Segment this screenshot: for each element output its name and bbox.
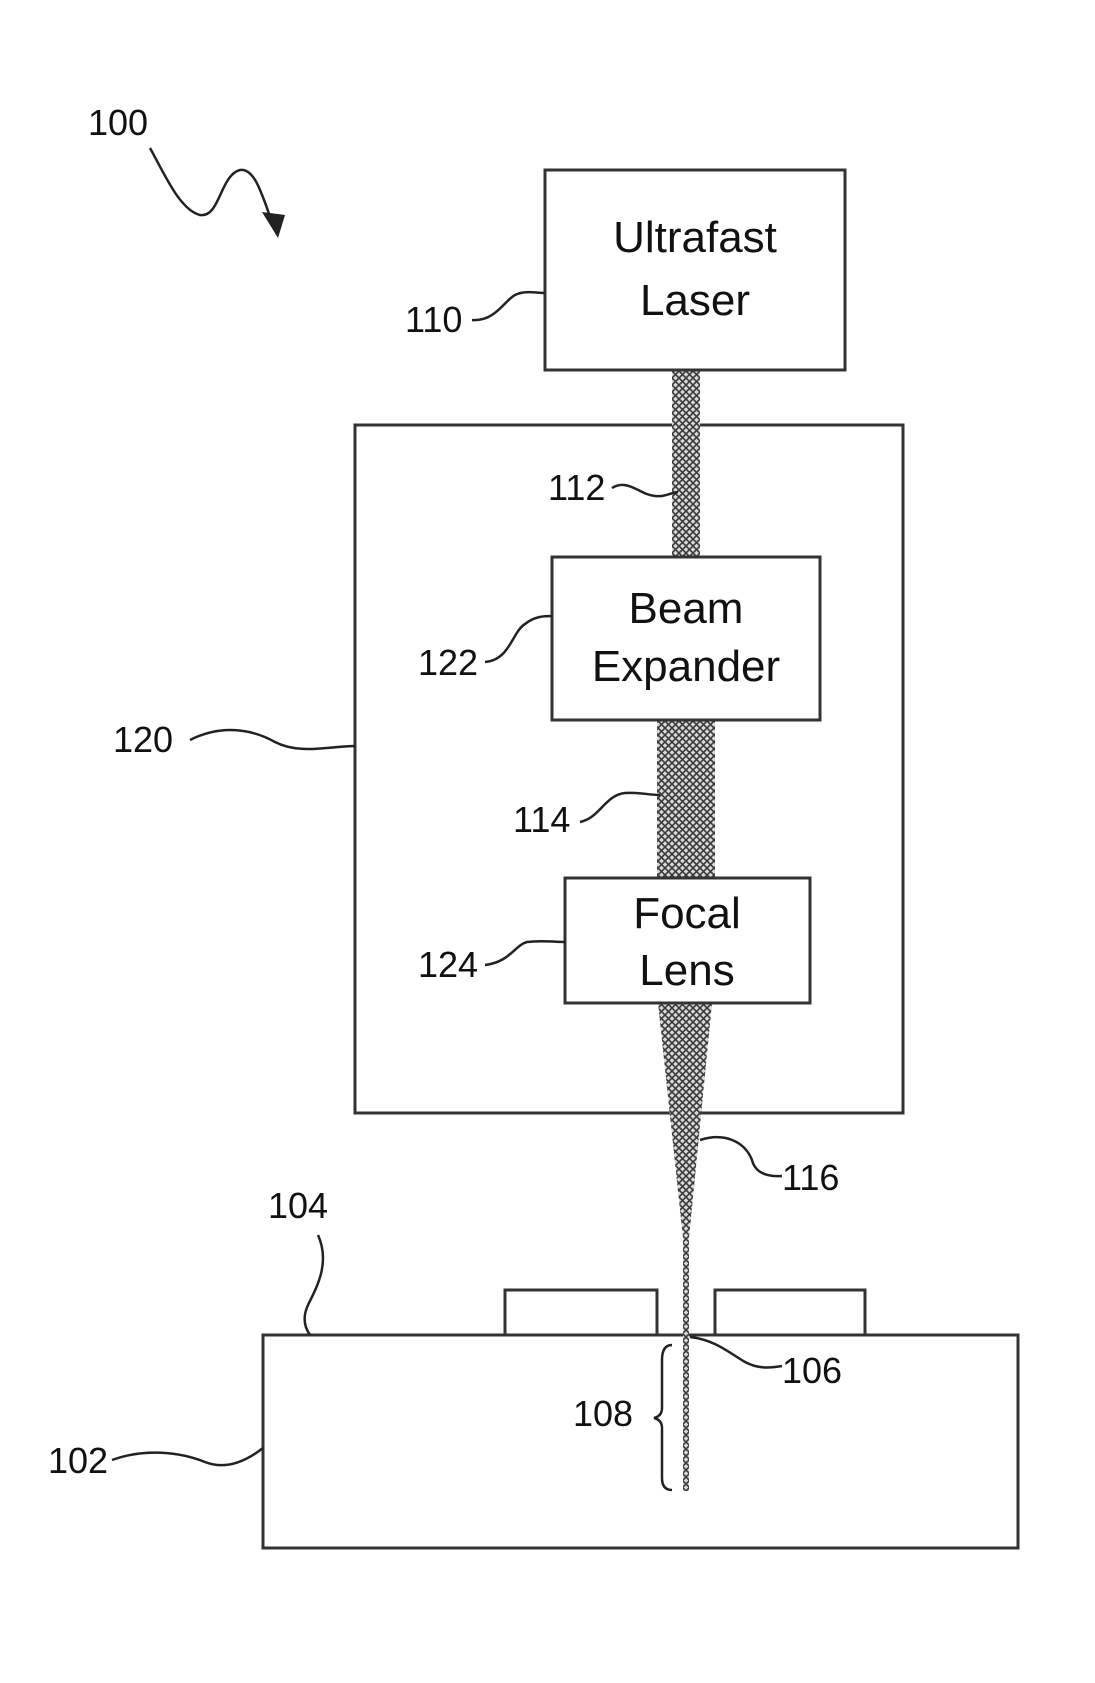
- laser-leader: [472, 292, 545, 320]
- laser-box: [545, 170, 845, 370]
- beam-expander-label-line1: Beam: [629, 584, 744, 633]
- laser-label-line2: Laser: [640, 276, 750, 325]
- right-pad: [715, 1290, 865, 1335]
- beam-expander-box: [552, 557, 820, 720]
- laser-ref: 110: [405, 299, 462, 340]
- raw-beam: [672, 370, 700, 558]
- surface-leader: [305, 1235, 323, 1335]
- surface-ref: 104: [268, 1185, 328, 1226]
- expanded-beam-ref: 114: [513, 799, 570, 840]
- expanded-beam: [657, 720, 715, 878]
- focused-beam: [658, 1003, 712, 1238]
- focal-lens-label-line1: Focal: [633, 889, 741, 938]
- figure-ref-leader: [150, 148, 272, 222]
- substrate-leader: [112, 1448, 263, 1465]
- beam-expander-ref: 122: [418, 642, 478, 683]
- left-pad: [505, 1290, 657, 1335]
- substrate-block: [263, 1335, 1018, 1548]
- beam-expander-label-line2: Expander: [592, 642, 780, 691]
- focused-beam-leader: [700, 1137, 782, 1176]
- depth-region-ref: 108: [573, 1393, 633, 1434]
- substrate-ref: 102: [48, 1440, 108, 1481]
- raw-beam-ref: 112: [548, 467, 605, 508]
- figure-ref-arrowhead-icon: [262, 212, 285, 238]
- optics-assembly-leader: [190, 730, 355, 749]
- focal-lens-ref: 124: [418, 944, 478, 985]
- optics-assembly-box: [355, 425, 903, 1113]
- laser-label-line1: Ultrafast: [613, 213, 777, 262]
- focused-beam-ref: 116: [782, 1157, 839, 1198]
- optics-assembly-ref: 120: [113, 719, 173, 760]
- modified-line: [683, 1238, 689, 1491]
- entry-point-ref: 106: [782, 1350, 842, 1391]
- focal-lens-label-line2: Lens: [639, 946, 734, 995]
- figure-ref-label: 100: [88, 102, 148, 143]
